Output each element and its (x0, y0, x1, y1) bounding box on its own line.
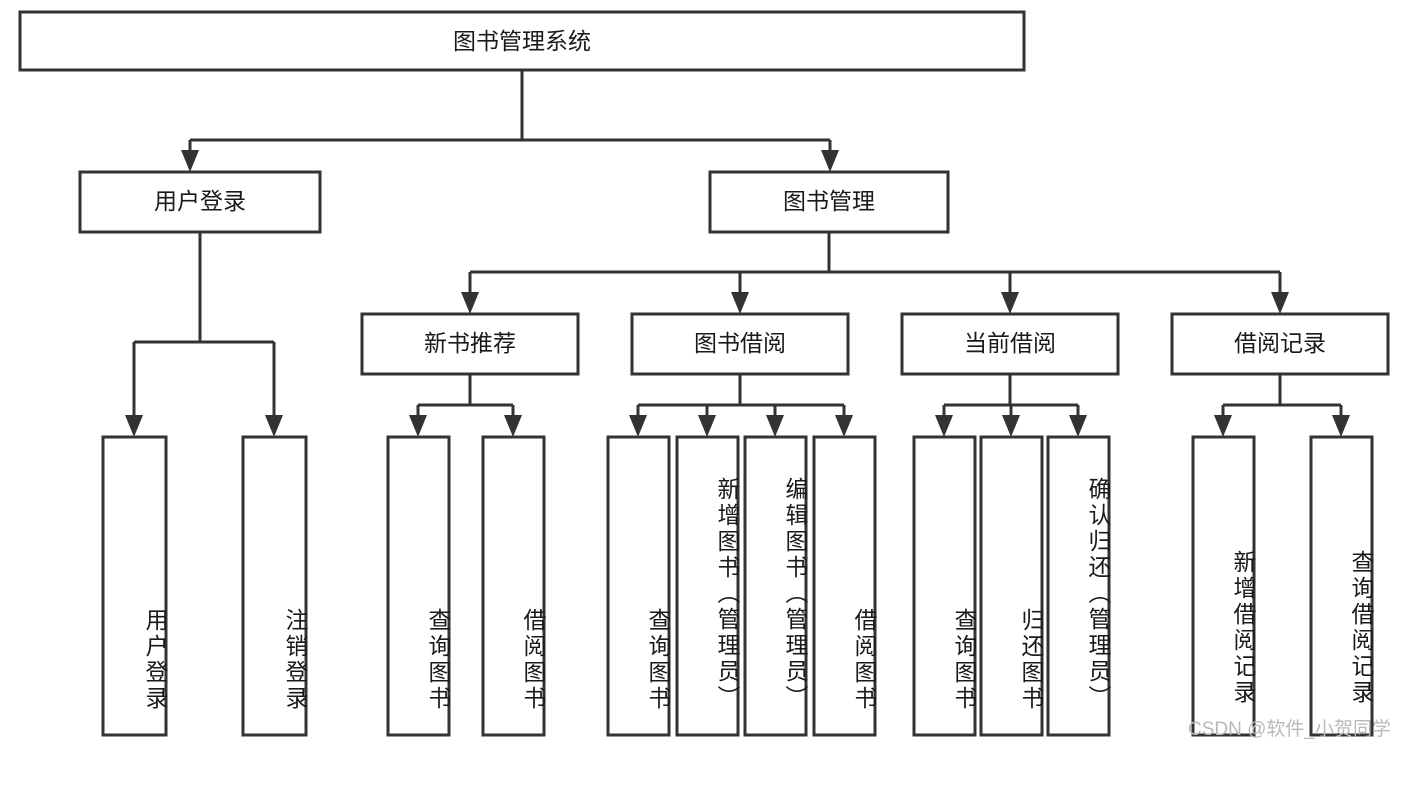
node-user-login[interactable]: 用户登录 (78, 170, 322, 234)
connector-layer (125, 70, 1350, 437)
node-borrow-records-label: 借阅记录 (1234, 330, 1326, 356)
arrowhead-leaf-edit-book (766, 415, 784, 437)
arrowhead-leaf-query-book-3 (935, 415, 953, 437)
node-borrow-records-box[interactable] (1170, 312, 1390, 376)
arrowhead-leaf-borrow-book-1 (504, 415, 522, 437)
arrowhead-leaf-query-record (1332, 415, 1350, 437)
node-root-label: 图书管理系统 (453, 28, 591, 54)
leaf-box-return-book[interactable] (979, 435, 1044, 737)
node-book-borrowing[interactable]: 图书借阅 (630, 312, 850, 376)
connector-borrowrecord-to-leaves (1221, 374, 1343, 421)
hierarchy-diagram: 图书管理系统 用户登录 图书管理 新书推荐 图书借阅 当前借阅 借阅记录 (18, 10, 1391, 740)
node-current-borrowing-label: 当前借阅 (964, 330, 1056, 356)
arrowhead-book-borrow (731, 292, 749, 314)
connector-root-to-level1 (188, 70, 832, 156)
node-book-management-label: 图书管理 (783, 188, 875, 214)
arrowhead-leaf-confirm-return (1069, 415, 1087, 437)
leaf-box-confirm-return[interactable] (1046, 435, 1111, 737)
connector-currentborrow-to-leaves (942, 374, 1080, 421)
node-new-book-recommendation[interactable]: 新书推荐 (360, 312, 580, 376)
node-book-management[interactable]: 图书管理 (708, 170, 950, 234)
leaf-box-query-book-3[interactable] (912, 435, 977, 737)
leaf-box-user-login[interactable] (101, 435, 168, 737)
leaf-box-query-book-2[interactable] (606, 435, 671, 737)
node-root-box[interactable] (18, 10, 1026, 72)
arrowhead-new-book-rec (461, 292, 479, 314)
arrowhead-leaf-query-book-2 (629, 415, 647, 437)
node-book-borrowing-label: 图书借阅 (694, 330, 786, 356)
leaf-box-borrow-book-1[interactable] (481, 435, 546, 737)
node-user-login-label: 用户登录 (154, 188, 246, 214)
node-book-management-box[interactable] (708, 170, 950, 234)
leaf-box-add-book[interactable] (675, 435, 740, 737)
connector-bookmanage-to-level2 (468, 232, 1282, 298)
node-new-book-recommendation-box[interactable] (360, 312, 580, 376)
connector-newbook-to-leaves (416, 374, 515, 421)
node-user-login-box[interactable] (78, 170, 322, 234)
node-borrow-records[interactable]: 借阅记录 (1170, 312, 1390, 376)
arrowhead-leaf-borrow-book-2 (835, 415, 853, 437)
diagram-canvas: 图书管理系统 用户登录 图书管理 新书推荐 图书借阅 当前借阅 借阅记录 (18, 10, 1390, 737)
node-root-system[interactable]: 图书管理系统 (18, 10, 1026, 72)
arrowhead-borrow-record (1271, 292, 1289, 314)
leaf-box-layer (101, 435, 1374, 737)
arrowhead-current-borrow (1001, 292, 1019, 314)
leaf-box-add-record[interactable] (1191, 435, 1256, 737)
csdn-watermark: CSDN @软件_小贺同学 (1188, 719, 1391, 740)
arrowhead-leaf-add-record (1214, 415, 1232, 437)
connector-bookborrow-to-leaves (636, 374, 846, 421)
leaf-box-query-record[interactable] (1309, 435, 1374, 737)
leaf-box-logout[interactable] (241, 435, 308, 737)
node-current-borrowing-box[interactable] (900, 312, 1120, 376)
arrowhead-leaf-add-book (698, 415, 716, 437)
leaf-box-borrow-book-2[interactable] (812, 435, 877, 737)
arrowhead-leaf-logout (265, 415, 283, 437)
node-current-borrowing[interactable]: 当前借阅 (900, 312, 1120, 376)
leaf-box-query-book-1[interactable] (386, 435, 451, 737)
arrowhead-leaf-return-book (1002, 415, 1020, 437)
arrowhead-leaf-query-book-1 (409, 415, 427, 437)
connector-userlogin-to-leaves (132, 232, 276, 421)
node-new-book-recommendation-label: 新书推荐 (424, 330, 516, 356)
node-book-borrowing-box[interactable] (630, 312, 850, 376)
arrowhead-user-login (181, 150, 199, 172)
arrowhead-book-manage (821, 150, 839, 172)
leaf-box-edit-book[interactable] (743, 435, 808, 737)
arrowhead-leaf-user-login (125, 415, 143, 437)
